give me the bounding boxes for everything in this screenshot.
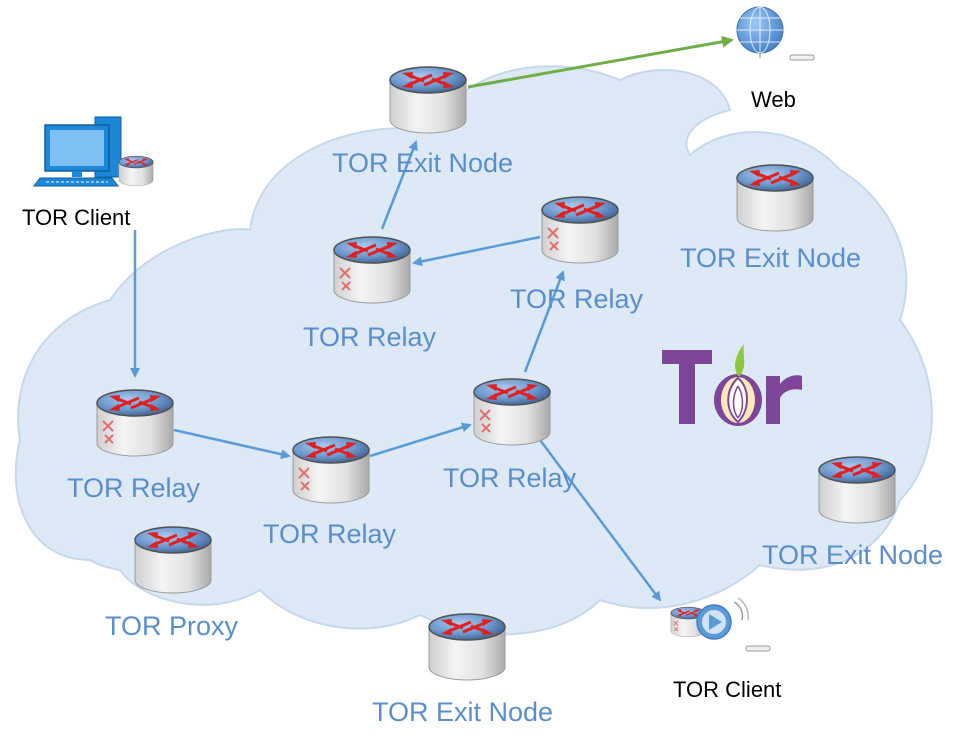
relay-label-5: TOR Relay xyxy=(303,322,437,352)
computer-icon xyxy=(33,116,122,187)
media-client-icon xyxy=(671,597,771,652)
router-icon-exit-right-bottom xyxy=(817,455,897,525)
relay-label-2: TOR Relay xyxy=(263,519,397,549)
exit-node-label-right-top: TOR Exit Node xyxy=(680,243,862,273)
arrow-relay3-to-client xyxy=(539,439,662,602)
tor-client-label-2: TOR Client xyxy=(673,677,782,702)
web-label: Web xyxy=(751,87,796,112)
relay-label-4: TOR Relay xyxy=(510,284,644,314)
router-icon-relay-4 xyxy=(542,197,618,263)
connection-arrows xyxy=(130,140,662,602)
globe-icon xyxy=(736,6,815,61)
network-cloud xyxy=(14,65,933,636)
router-icon-exit-right-top xyxy=(735,163,815,233)
router-icon-relay-2 xyxy=(293,437,369,503)
arrow-relay1-to-relay2 xyxy=(173,428,291,460)
arrow-relay5-to-exit xyxy=(380,140,418,230)
exit-node-label-top: TOR Exit Node xyxy=(332,148,514,178)
router-icon-proxy xyxy=(133,525,213,595)
exit-node-label-right-bottom: TOR Exit Node xyxy=(762,540,944,570)
onion-icon xyxy=(662,344,802,426)
arrow-exit-to-web xyxy=(467,35,734,89)
relay-label-3: TOR Relay xyxy=(443,463,577,493)
proxy-label: TOR Proxy xyxy=(105,611,239,641)
router-icon-relay-3 xyxy=(474,379,550,445)
relay-label-1: TOR Relay xyxy=(67,473,201,503)
arrow-relay2-to-relay3 xyxy=(369,422,472,458)
router-icon-exit-bottom xyxy=(427,612,507,682)
router-icon-relay-5 xyxy=(334,237,410,303)
router-icon-relay-1 xyxy=(97,390,173,456)
router-icon-exit-top xyxy=(388,65,468,135)
tor-client-label-1: TOR Client xyxy=(22,205,131,230)
exit-node-label-bottom: TOR Exit Node xyxy=(372,697,554,727)
router-icon-client-small xyxy=(118,155,154,187)
arrow-relay4-to-relay5 xyxy=(412,235,541,267)
arrow-relay3-to-relay4 xyxy=(523,270,565,373)
